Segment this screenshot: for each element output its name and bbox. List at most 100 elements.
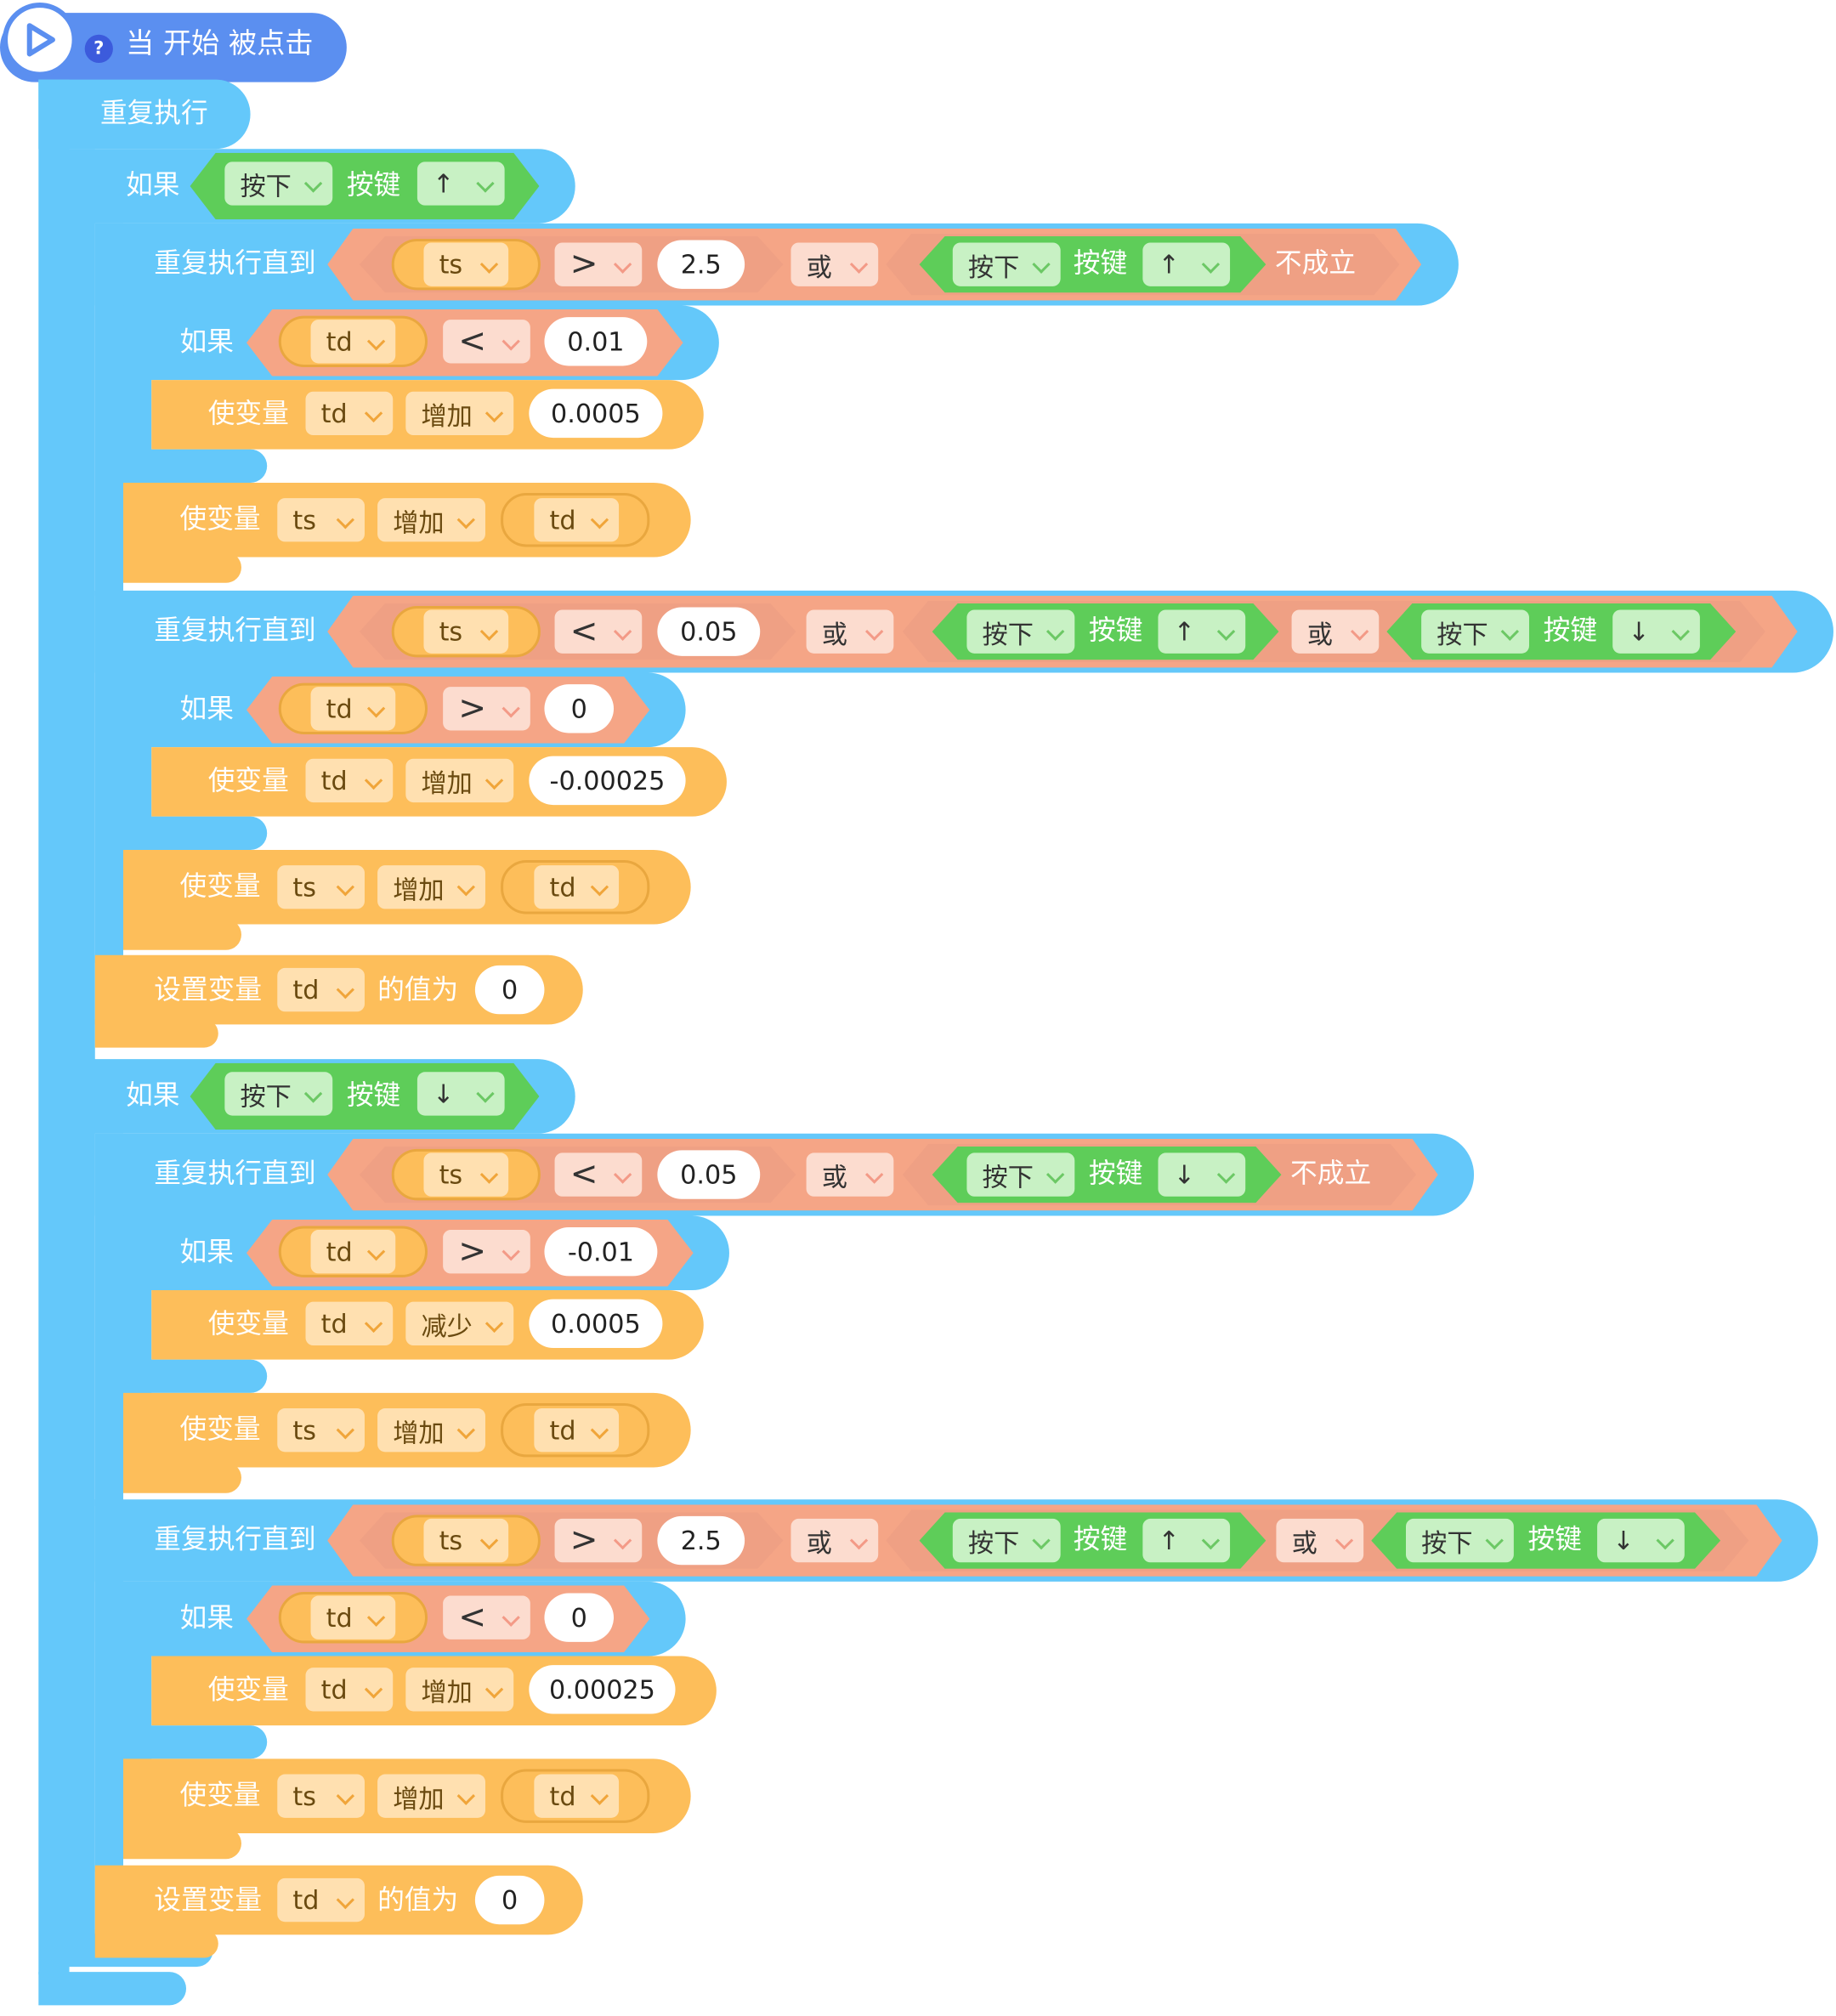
change-var-label: 使变量 [179, 1779, 261, 1810]
if-label: 如果 [126, 1079, 180, 1111]
operator-lt-dropdown[interactable]: < [443, 1595, 530, 1639]
block-foot [94, 1929, 218, 1958]
td-var-dropdown[interactable]: td [310, 1230, 396, 1274]
ts-var-dropdown[interactable]: ts [423, 1152, 509, 1197]
td-var-dropdown[interactable]: td [305, 758, 394, 803]
or-dropdown[interactable]: 或 [1276, 1518, 1364, 1563]
ts-var-dropdown[interactable]: ts [423, 1518, 509, 1563]
pressed-dropdown[interactable]: 按下 [966, 1152, 1075, 1197]
if-label: 如果 [179, 326, 234, 357]
decrease-dropdown[interactable]: 减少 [405, 1301, 514, 1346]
key-label: 按键 [1073, 1523, 1128, 1555]
help-icon[interactable]: ? [84, 34, 113, 64]
td-var-dropdown[interactable]: td [305, 391, 394, 436]
key-up-dropdown[interactable]: ↑ [1158, 609, 1246, 654]
operator-lt-dropdown[interactable]: < [443, 320, 530, 364]
ts-var-dropdown[interactable]: ts [277, 1774, 365, 1818]
td-var-dropdown[interactable]: td [310, 687, 396, 731]
pressed-dropdown[interactable]: 按下 [966, 609, 1075, 654]
repeat-until-label: 重复执行直到 [154, 614, 316, 646]
set-var-label: 设置变量 [154, 974, 263, 1005]
if-label: 如果 [179, 1602, 234, 1634]
pressed-dropdown[interactable]: 按下 [224, 161, 333, 206]
forever-block[interactable] [38, 79, 251, 150]
change-var-label: 使变量 [207, 1673, 289, 1705]
operator-gt-dropdown[interactable]: > [554, 1518, 643, 1563]
ts-var-dropdown[interactable]: ts [277, 865, 365, 909]
pressed-dropdown[interactable]: 按下 [224, 1072, 333, 1116]
td-var-dropdown[interactable]: td [305, 1301, 394, 1346]
number-input[interactable]: 0 [474, 1875, 545, 1925]
key-label: 按键 [1543, 614, 1598, 646]
operator-lt-dropdown[interactable]: < [554, 609, 643, 654]
or-dropdown[interactable]: 或 [790, 1518, 879, 1563]
repeat-until-arm [94, 590, 124, 963]
increase-dropdown[interactable]: 增加 [377, 865, 485, 909]
key-up-dropdown[interactable]: ↑ [1142, 1518, 1231, 1563]
number-input[interactable]: 2.5 [657, 240, 745, 289]
number-input[interactable]: 0.01 [544, 317, 648, 366]
ts-var-dropdown[interactable]: ts [423, 609, 509, 654]
start-flag-icon[interactable] [3, 3, 77, 77]
repeat-until-arm [94, 223, 124, 596]
or-dropdown[interactable]: 或 [806, 609, 894, 654]
key-up-dropdown[interactable]: ↑ [416, 161, 505, 206]
key-label: 按键 [1088, 614, 1143, 646]
pressed-dropdown[interactable]: 按下 [952, 1518, 1061, 1563]
number-input[interactable]: 0.05 [657, 607, 761, 656]
operator-gt-dropdown[interactable]: > [443, 1230, 530, 1274]
number-input[interactable]: 0.05 [657, 1150, 761, 1199]
increase-dropdown[interactable]: 增加 [377, 1408, 485, 1453]
block-foot [123, 919, 241, 950]
key-down-dropdown[interactable]: ↓ [416, 1072, 505, 1116]
not-label: 不成立 [1290, 1158, 1372, 1189]
ts-var-dropdown[interactable]: ts [423, 242, 509, 286]
or-dropdown[interactable]: 或 [790, 242, 879, 286]
td-var-dropdown[interactable]: td [277, 1877, 365, 1923]
increase-dropdown[interactable]: 增加 [405, 391, 514, 436]
operator-gt-dropdown[interactable]: > [554, 242, 643, 286]
forever-label: 重复执行 [99, 97, 208, 129]
td-var-dropdown[interactable]: td [534, 1774, 620, 1818]
key-label: 按键 [346, 1079, 401, 1111]
pressed-dropdown[interactable]: 按下 [1421, 609, 1530, 654]
operator-lt-dropdown[interactable]: < [554, 1152, 643, 1197]
td-var-dropdown[interactable]: td [534, 865, 620, 909]
td-var-dropdown[interactable]: td [534, 498, 620, 542]
repeat-until-arm [94, 1499, 124, 1872]
or-dropdown[interactable]: 或 [806, 1152, 894, 1197]
ts-var-dropdown[interactable]: ts [277, 1408, 365, 1453]
td-var-dropdown[interactable]: td [310, 1595, 396, 1639]
or-dropdown[interactable]: 或 [1291, 609, 1380, 654]
number-input[interactable]: 0 [544, 1593, 615, 1642]
ts-var-dropdown[interactable]: ts [277, 498, 365, 542]
number-input[interactable]: 0 [474, 965, 545, 1015]
number-input[interactable]: 0 [544, 684, 615, 733]
not-label: 不成立 [1274, 247, 1357, 279]
if-down-arm [66, 1059, 95, 1958]
td-var-dropdown[interactable]: td [310, 320, 396, 364]
td-var-dropdown[interactable]: td [277, 967, 365, 1012]
td-var-dropdown[interactable]: td [305, 1668, 394, 1712]
number-input[interactable]: 0.0005 [529, 388, 663, 439]
key-down-dropdown[interactable]: ↓ [1612, 609, 1700, 654]
if-foot [123, 1725, 268, 1759]
number-input[interactable]: 0.00025 [529, 1665, 676, 1714]
td-var-dropdown[interactable]: td [534, 1408, 620, 1453]
increase-dropdown[interactable]: 增加 [377, 498, 485, 542]
pressed-dropdown[interactable]: 按下 [1405, 1518, 1514, 1563]
number-input[interactable]: -0.00025 [529, 756, 686, 806]
key-down-dropdown[interactable]: ↓ [1597, 1518, 1685, 1563]
key-label: 按键 [346, 169, 401, 201]
number-input[interactable]: -0.01 [544, 1227, 658, 1277]
increase-dropdown[interactable]: 增加 [405, 758, 514, 803]
increase-dropdown[interactable]: 增加 [405, 1668, 514, 1712]
key-down-dropdown[interactable]: ↓ [1158, 1152, 1246, 1197]
number-input[interactable]: 0.0005 [529, 1299, 663, 1349]
pressed-dropdown[interactable]: 按下 [952, 242, 1061, 286]
increase-dropdown[interactable]: 增加 [377, 1774, 485, 1818]
number-input[interactable]: 2.5 [657, 1515, 745, 1566]
key-up-dropdown[interactable]: ↑ [1142, 242, 1231, 286]
operator-gt-dropdown[interactable]: > [443, 687, 530, 731]
repeat-until-label: 重复执行直到 [154, 1523, 316, 1555]
